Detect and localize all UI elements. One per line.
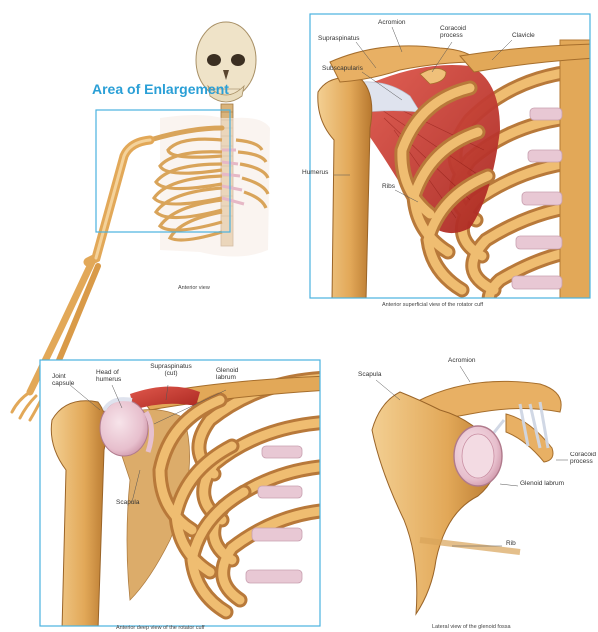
area-of-enlargement-label: Area of Enlargement [92, 82, 229, 96]
superficial-view-caption: Anterior superficial view of the rotator… [382, 302, 483, 308]
deep-view-panel [40, 360, 330, 630]
label-head-of-humerus: Head of humerus [96, 370, 130, 384]
lateral-view-panel [372, 366, 568, 614]
label-acromion-superficial: Acromion [378, 20, 405, 27]
deep-view-caption: Anterior deep view of the rotator cuff [116, 625, 205, 631]
label-supraspinatus-superficial: Supraspinatus [318, 36, 360, 43]
label-subscapularis-superficial: Subscapularis [322, 66, 363, 73]
label-ribs-superficial: Ribs [382, 184, 395, 191]
label-rib-lateral: Rib [506, 541, 516, 548]
label-glenoid-labrum-lateral: Glenoid labrum [520, 481, 564, 488]
label-clavicle-superficial: Clavicle [512, 33, 535, 40]
label-glenoid-labrum-deep: Glenoid labrum [216, 368, 252, 382]
lateral-view-caption: Lateral view of the glenoid fossa [432, 624, 511, 630]
label-humerus-superficial: Humerus [302, 170, 328, 177]
label-coracoid-superficial: Coracoid process [440, 26, 480, 40]
label-coracoid-lateral: Coracoid process [570, 452, 598, 466]
label-scapula-deep: Scapula [116, 500, 140, 507]
superficial-view-panel [310, 14, 598, 320]
label-supraspinatus-cut: Supraspinatus (cut) [146, 364, 196, 378]
anterior-view-caption: Anterior view [178, 285, 210, 291]
label-acromion-lateral: Acromion [448, 358, 475, 365]
label-scapula-lateral: Scapula [358, 372, 382, 379]
label-joint-capsule: Joint capsule [52, 374, 82, 388]
